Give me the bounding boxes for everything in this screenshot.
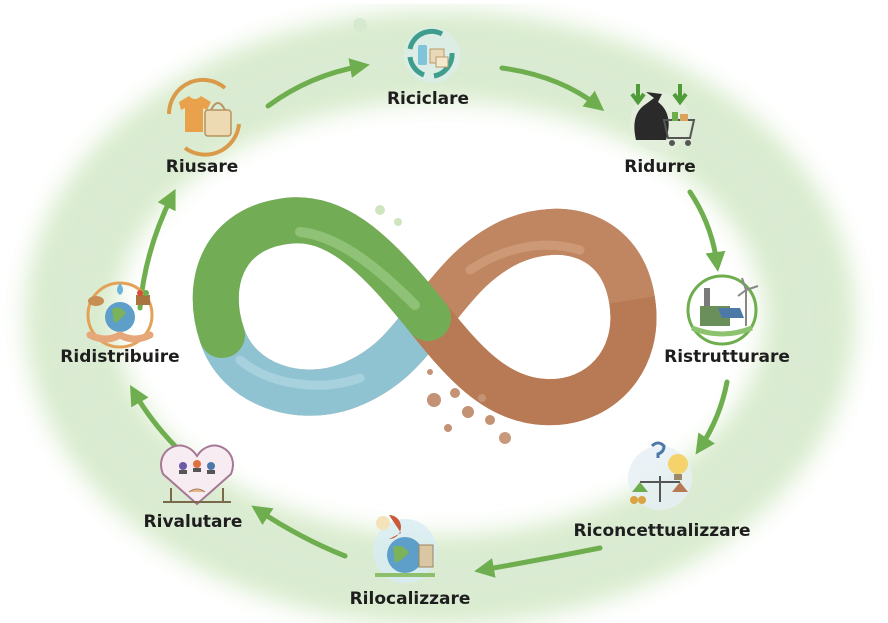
- step-label: Riusare: [166, 157, 239, 177]
- community-scales-icon: [160, 444, 234, 506]
- step-label: Rilocalizzare: [350, 589, 471, 609]
- trash-bag-cart-icon: [630, 84, 696, 152]
- idea-balance-icon: [628, 441, 692, 510]
- step-node: Riusare: [166, 77, 241, 177]
- step-node: Ridurre: [624, 84, 696, 177]
- step-node: Riciclare: [387, 27, 469, 109]
- step-node: Rivalutare: [144, 444, 243, 532]
- step-label: Ristrutturare: [664, 347, 790, 367]
- cycle-arrow-5: [474, 545, 603, 578]
- cycle-arrow-1: [265, 58, 370, 109]
- step-node: Ridistribuire: [60, 281, 180, 367]
- cycle-arrow-6: [251, 505, 348, 559]
- step-label: Riconcettualizzare: [573, 521, 750, 541]
- local-map-pin-icon: [373, 515, 437, 583]
- step-label: Rivalutare: [144, 512, 243, 532]
- cycle-arrow-7: [130, 385, 178, 449]
- cycle-arrow-4: [695, 379, 730, 455]
- step-node: Rilocalizzare: [350, 515, 471, 609]
- step-node: Riconcettualizzare: [573, 441, 751, 541]
- cycle-arrow-2: [499, 65, 605, 111]
- recycle-materials-icon: [404, 27, 460, 83]
- step-node: Ristrutturare: [664, 274, 790, 367]
- step-label: Riciclare: [387, 89, 469, 109]
- shirt-bag-icon: [166, 77, 241, 157]
- cycle-arrow-3: [687, 189, 726, 272]
- hands-globe-icon: [86, 281, 154, 349]
- green-factory-icon: [686, 274, 759, 346]
- infinity-symbol-icon: [192, 197, 657, 444]
- step-label: Ridistribuire: [60, 347, 179, 367]
- step-label: Ridurre: [624, 157, 696, 177]
